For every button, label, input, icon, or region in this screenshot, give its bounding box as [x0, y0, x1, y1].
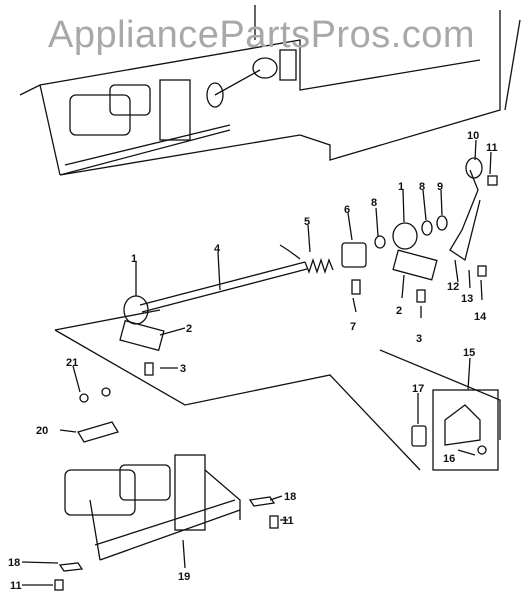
rod — [139, 261, 308, 313]
callout-5: 5 — [304, 216, 310, 228]
callout-17: 17 — [412, 383, 424, 395]
callout-13: 13 — [461, 293, 473, 305]
callout-19: 19 — [178, 571, 190, 583]
lower-mechanism — [64, 454, 241, 561]
callout-8a: 8 — [371, 197, 377, 209]
callout-3-left: 3 — [180, 363, 186, 375]
callout-2-left: 2 — [186, 323, 192, 335]
callout-20: 20 — [36, 425, 48, 437]
bearing-left — [123, 295, 149, 325]
washer-8b — [421, 220, 433, 236]
callout-1-left: 1 — [131, 253, 137, 265]
callout-2-right: 2 — [396, 305, 402, 317]
region-outline — [54, 309, 501, 471]
bracket-6 — [341, 242, 367, 268]
spring — [304, 257, 334, 275]
crank-hub — [465, 157, 483, 179]
watermark-text: AppliancePartsPros.com — [48, 14, 476, 56]
callout-7: 7 — [350, 321, 356, 333]
upper-bed-edge — [504, 19, 521, 111]
callout-16: 16 — [443, 453, 455, 465]
callout-11-top: 11 — [486, 142, 498, 154]
pin-18-left — [58, 562, 84, 572]
callout-4: 4 — [214, 243, 221, 255]
spring-end — [279, 244, 301, 260]
crank-lever — [449, 169, 481, 262]
screw-11-top — [487, 175, 498, 186]
callout-labels: 1 1 2 2 3 3 4 5 6 7 8 8 9 10 11 11 11 12… — [8, 130, 498, 592]
kit-part — [444, 404, 481, 446]
bracket-left — [119, 319, 165, 352]
bracket-20 — [77, 421, 119, 443]
callout-3-right: 3 — [416, 333, 422, 345]
screw-21b — [101, 387, 111, 397]
washer-8 — [374, 235, 386, 249]
screw-21a — [79, 393, 89, 403]
bracket-right — [392, 249, 438, 281]
callout-11-bottom: 11 — [10, 580, 22, 592]
callout-15: 15 — [463, 347, 475, 359]
pin-18-right — [248, 496, 276, 507]
upper-mechanism — [59, 49, 297, 176]
callout-6: 6 — [344, 204, 350, 216]
bearing-right — [392, 222, 418, 250]
screw-7 — [351, 279, 361, 295]
callout-18-right: 18 — [284, 491, 296, 503]
washer-9 — [436, 215, 448, 231]
screw-3-right — [416, 289, 426, 303]
screw-3-left — [144, 362, 154, 376]
screw-11-bottom — [54, 579, 64, 591]
upper-bed-outline — [19, 5, 501, 176]
screw-14 — [477, 265, 487, 277]
kit-box — [432, 389, 499, 471]
part-17 — [411, 425, 427, 447]
callout-18-left: 18 — [8, 557, 20, 569]
callout-12: 12 — [447, 281, 459, 293]
callout-9: 9 — [437, 181, 443, 193]
callout-8b: 8 — [419, 181, 425, 193]
callout-1-right: 1 — [398, 181, 404, 193]
callout-11-mid: 11 — [282, 515, 294, 527]
callout-10: 10 — [467, 130, 479, 142]
callout-14: 14 — [474, 311, 487, 323]
screw-11-mid — [269, 515, 279, 529]
callout-21: 21 — [66, 357, 78, 369]
screw-16 — [477, 445, 487, 455]
